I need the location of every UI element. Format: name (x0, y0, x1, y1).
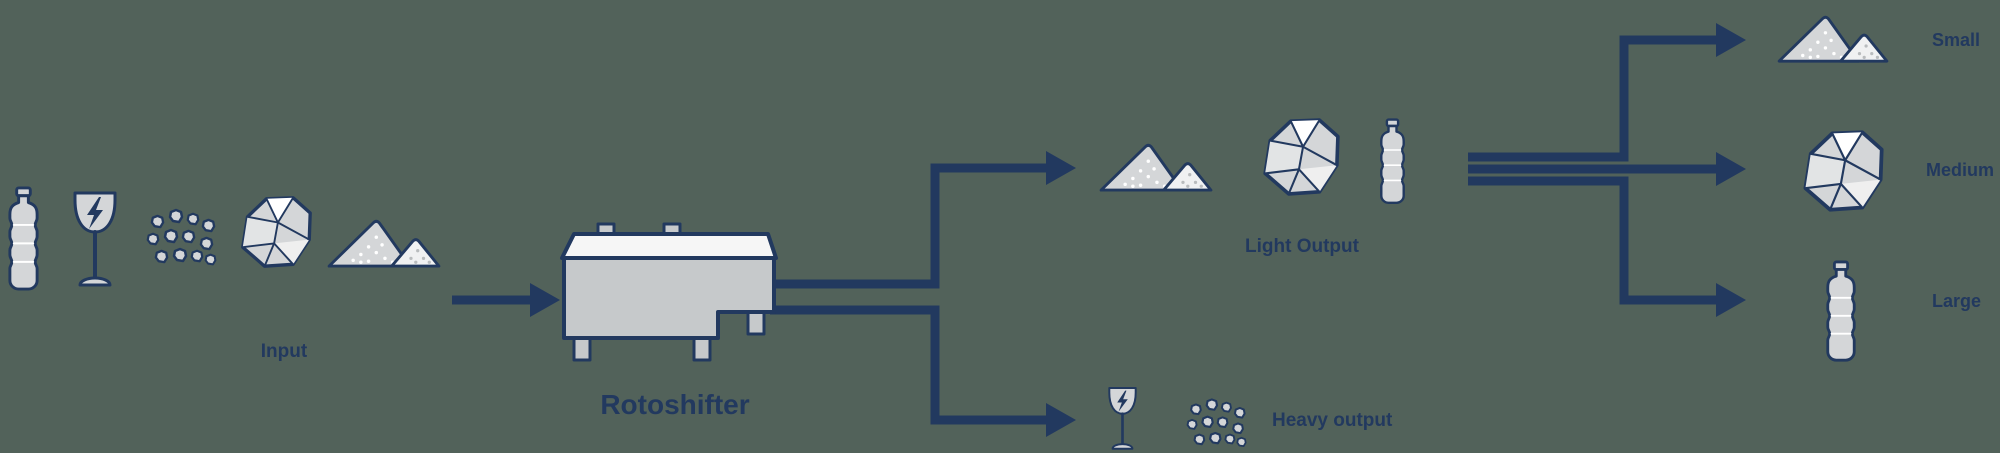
flow-arrows (452, 23, 1746, 437)
plastic-bottle-icon (1826, 260, 1856, 362)
arrowhead-icon (1046, 403, 1076, 437)
input-group (8, 186, 441, 291)
split-line-bottom (1468, 176, 1716, 305)
plastic-bottle-icon (8, 186, 39, 291)
light-output-label: Light Output (1245, 236, 1360, 257)
sand-pile-icon (327, 219, 441, 268)
rotoshifter-machine-icon (560, 222, 778, 362)
input-label: Input (261, 341, 308, 362)
arrowhead-icon (1716, 283, 1746, 317)
rotoshifter-label: Rotoshifter (600, 389, 749, 420)
size-split-group (1777, 15, 1889, 362)
broken-glass-icon (73, 191, 117, 287)
arrowhead-icon (1716, 23, 1746, 57)
granules-icon (1188, 399, 1246, 446)
heavy-output-label: Heavy output (1272, 410, 1393, 431)
heavy-output-group (1107, 386, 1246, 451)
arrowhead-icon (530, 283, 560, 317)
medium-label: Medium (1926, 160, 1994, 180)
sand-pile-icon (1777, 15, 1889, 63)
arrow-machine-to-light (770, 163, 1046, 289)
arrowhead-icon (1716, 152, 1746, 186)
plastic-film-icon (1803, 130, 1884, 212)
granules-icon (148, 210, 216, 264)
small-label: Small (1932, 30, 1980, 50)
sand-pile-icon (1099, 143, 1213, 192)
arrowhead-icon (1046, 151, 1076, 185)
broken-glass-icon (1107, 386, 1138, 451)
arrow-machine-to-heavy (770, 305, 1046, 425)
plastic-bottle-icon (1380, 118, 1405, 205)
plastic-film-icon (1263, 118, 1340, 196)
split-line-top (1468, 35, 1716, 162)
large-label: Large (1932, 291, 1981, 311)
light-output-group (1099, 118, 1405, 205)
plastic-film-icon (241, 196, 312, 268)
